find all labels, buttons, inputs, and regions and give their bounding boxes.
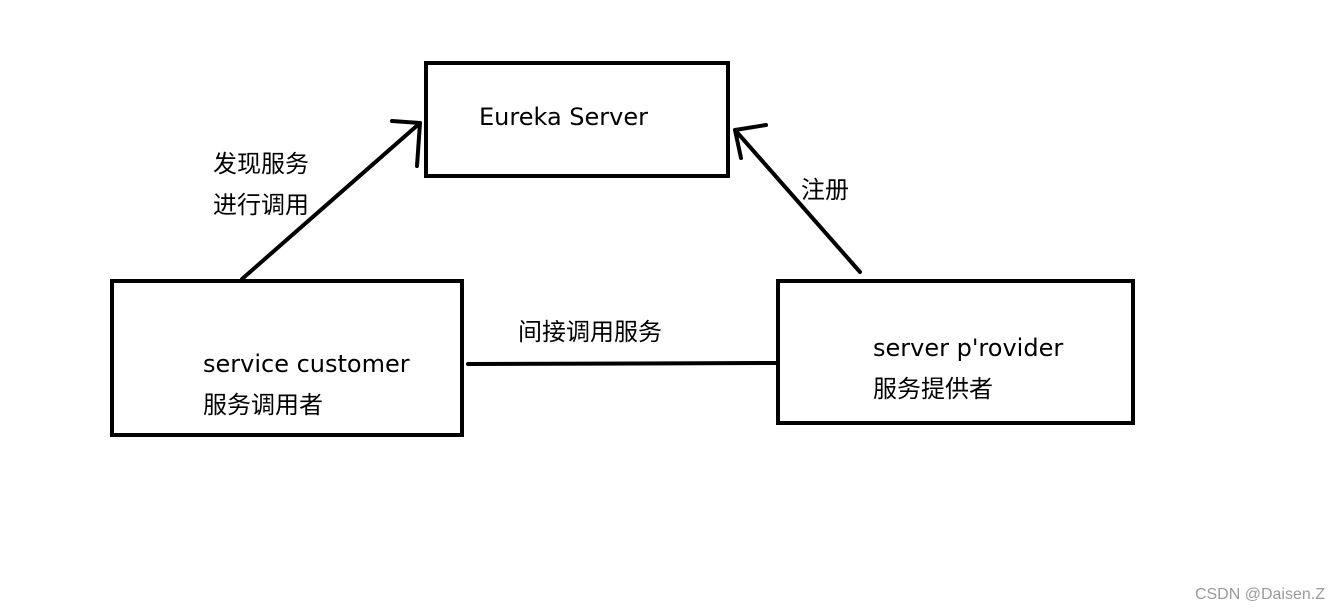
edge-discover-line <box>240 121 422 281</box>
node-eureka-server <box>424 61 730 178</box>
node-service-customer <box>110 279 464 437</box>
edge-register-arrowhead <box>733 123 768 160</box>
provider-subtitle-label: 服务提供者 <box>873 375 993 403</box>
eureka-server-label: Eureka Server <box>479 103 648 131</box>
edge-discover-arrowhead <box>390 119 422 168</box>
edge-indirect-label: 间接调用服务 <box>518 318 662 346</box>
watermark: CSDN @Daisen.Z <box>1194 586 1325 603</box>
edge-discover-label-line1: 发现服务 <box>213 150 309 178</box>
edge-indirect-line <box>466 361 778 366</box>
customer-subtitle-label: 服务调用者 <box>203 391 323 419</box>
provider-title-label: server p'rovider <box>873 334 1064 362</box>
edge-discover-label-line2: 进行调用 <box>213 191 309 219</box>
edge-register-line <box>733 128 862 274</box>
customer-title-label: service customer <box>203 350 410 378</box>
edge-register-label: 注册 <box>801 176 849 204</box>
node-server-provider <box>776 279 1135 425</box>
